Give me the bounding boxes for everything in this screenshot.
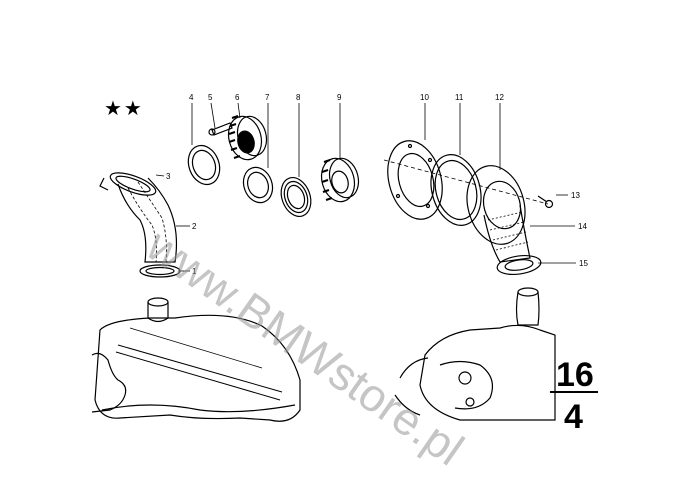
fuel-tank-right (394, 324, 556, 421)
callout-6: 6 (235, 93, 240, 102)
part-14-filler-neck-hose (483, 204, 531, 263)
callout-13: 13 (571, 191, 580, 200)
callout-15: 15 (579, 259, 588, 268)
callout-12: 12 (495, 93, 504, 102)
callout-5: 5 (208, 93, 213, 102)
fuel-tank-left (91, 314, 301, 422)
callout-9: 9 (337, 93, 342, 102)
part-12-filler-flange (466, 165, 526, 245)
variant-stars: ★★ (104, 96, 144, 120)
page-number-bottom: 4 (564, 398, 583, 436)
callout-8: 8 (296, 93, 301, 102)
filler-neck-stub-left (147, 297, 169, 323)
part-9-cap (320, 157, 360, 203)
assembly-axis-line (383, 159, 549, 205)
callout-3: 3 (166, 172, 171, 181)
part-2-elbow-hose (117, 177, 178, 263)
part-8-seal-ring (280, 177, 312, 217)
part-15-clamp-plate (496, 254, 542, 276)
page-number-top: 16 (556, 356, 594, 394)
callout-14: 14 (578, 222, 587, 231)
leader-lines (155, 102, 576, 272)
part-6-filler-cap (227, 115, 268, 161)
page-number: 16 4 (556, 356, 594, 436)
callout-4: 4 (189, 93, 194, 102)
part-3-hose-clamp (99, 172, 157, 196)
filler-neck-stub-right (515, 287, 540, 326)
part-11-seal (430, 154, 482, 226)
part-5-pin (208, 122, 233, 136)
part-13-screw (537, 195, 554, 209)
part-10-flange-plate (387, 140, 443, 220)
callout-labels: 4 5 6 7 8 9 10 11 12 3 2 1 13 14 15 (166, 93, 588, 276)
part-7-gasket-ring (242, 166, 274, 204)
callout-2: 2 (192, 222, 197, 231)
part-4-gasket-ring (187, 144, 221, 186)
callout-10: 10 (420, 93, 429, 102)
callout-7: 7 (265, 93, 270, 102)
callout-1: 1 (192, 267, 197, 276)
callout-11: 11 (455, 93, 464, 102)
